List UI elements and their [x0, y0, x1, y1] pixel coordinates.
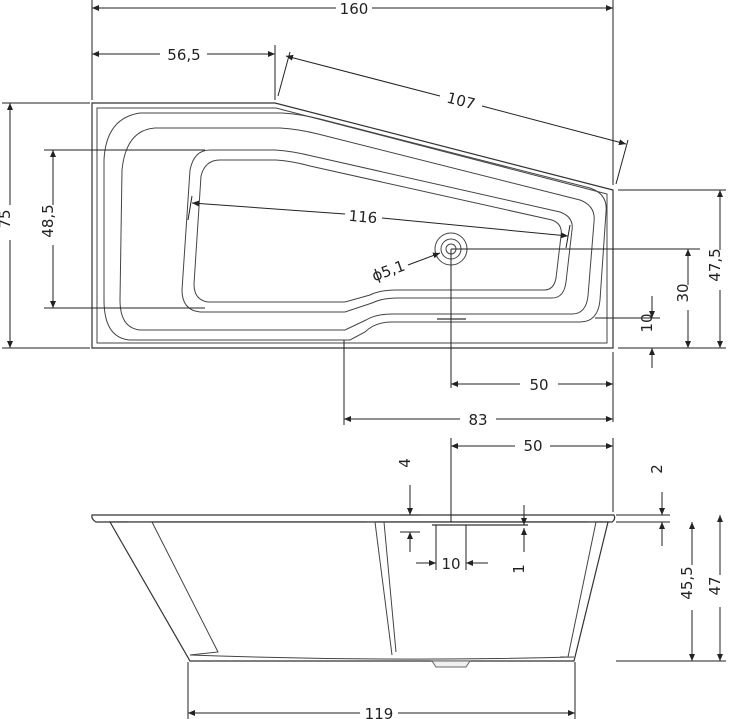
label-drain-from-right: 50 — [529, 376, 548, 394]
label-overall-width: 160 — [340, 0, 369, 18]
dim-bottom-right-segment: 83 — [343, 340, 613, 429]
label-drain-height: 1 — [510, 564, 528, 574]
side-center-panel — [367, 521, 397, 656]
dim-drain-offset-bottom: 10 — [595, 296, 660, 368]
dim-drain-height: 1 — [510, 505, 528, 574]
tub-body-side — [108, 521, 609, 662]
top-view — [91, 102, 614, 349]
label-rim-thickness-right: 2 — [648, 464, 666, 474]
dim-outer-depth: 47 — [706, 515, 724, 661]
drain-center-lines — [450, 248, 700, 388]
basin-floor-inner — [193, 159, 562, 303]
label-inner-height-left: 48,5 — [39, 204, 57, 237]
label-drain-to-edge: 30 — [674, 283, 692, 302]
dim-height-total: 75 — [0, 102, 90, 349]
dim-drain-to-edge: 30 — [674, 249, 692, 348]
label-inner-length: 116 — [348, 207, 378, 227]
side-drain-outlet — [431, 660, 471, 668]
basin-inner-contour — [119, 127, 595, 331]
label-left-straight: 56,5 — [167, 46, 200, 64]
dim-drain-width: 10 — [416, 525, 488, 573]
label-rim-thickness-left: 4 — [396, 458, 414, 468]
dim-bottom-length: 119 — [187, 662, 576, 719]
side-left-panel — [128, 521, 219, 656]
dim-side-drain-from-right: 50 — [450, 437, 614, 522]
basin-outer-contour — [103, 112, 607, 341]
side-view — [91, 514, 616, 668]
dim-right-height: 47,5 — [618, 189, 726, 349]
label-bottom-right-segment: 83 — [468, 411, 487, 429]
side-bottom-curve — [189, 654, 575, 660]
dim-left-straight: 56,5 — [92, 45, 276, 100]
dim-overall-width: 160 — [91, 0, 614, 185]
label-drain-offset-bottom: 10 — [638, 313, 656, 332]
label-inner-depth: 45,5 — [678, 566, 696, 599]
dim-rim-thickness-left: 4 — [396, 458, 420, 552]
label-drain-width: 10 — [441, 555, 460, 573]
tub-outline-top — [91, 102, 614, 349]
tub-rim-line — [96, 107, 608, 344]
dim-inner-length: 116 — [187, 195, 571, 249]
dim-rim-thickness-right: 2 — [616, 464, 670, 546]
dim-inner-height-left: 48,5 — [39, 149, 205, 309]
dim-drain-from-right: 50 — [451, 352, 614, 422]
basin-floor — [181, 149, 573, 313]
label-side-drain-from-right: 50 — [523, 437, 542, 455]
label-outer-depth: 47 — [706, 576, 724, 595]
label-bottom-length: 119 — [365, 705, 394, 719]
tub-rim-side — [91, 514, 616, 523]
label-right-height: 47,5 — [706, 248, 724, 281]
dim-inner-depth: 45,5 — [616, 522, 726, 662]
label-height-total: 75 — [0, 209, 14, 228]
label-sloped-side: 107 — [445, 89, 477, 114]
